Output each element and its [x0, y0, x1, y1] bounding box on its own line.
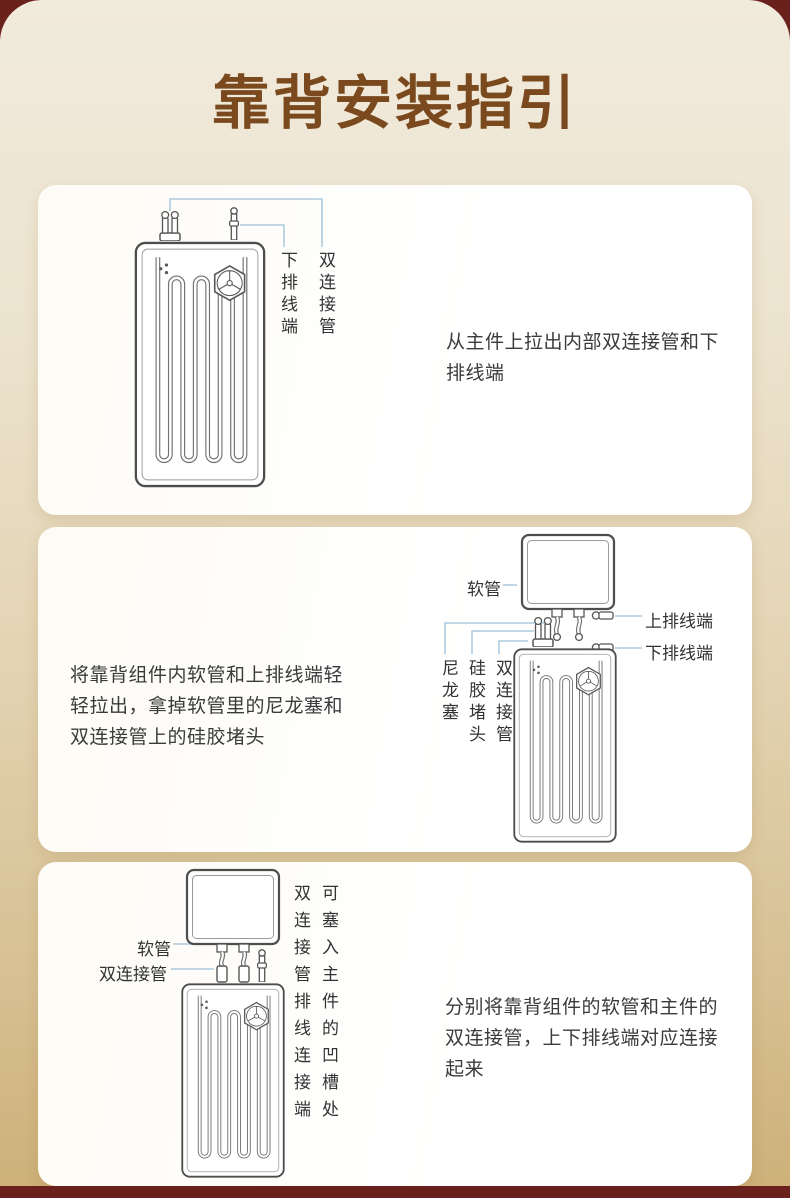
callout-lines: [444, 584, 642, 654]
note-column-1: 双连接管排线连接端: [291, 884, 310, 1127]
double-tube-connector: [532, 616, 554, 647]
lower-terminal-pipe: [228, 207, 240, 240]
label-silicone-plug: 硅胶堵头: [466, 659, 485, 747]
double-tube-connector: [159, 210, 181, 241]
upper-terminal-plug: [591, 611, 614, 620]
label-lower-terminal: 下排线端: [278, 251, 297, 339]
hoses: [552, 615, 584, 642]
step-3-card: 软管 双连接管 双连接管排线连接端 可塞入主件的凹槽处 分别将靠背组件的软管和主…: [38, 862, 752, 1186]
step-2-diagram: [444, 533, 642, 844]
label-upper-terminal: 上排线端: [645, 612, 713, 631]
bottom-frame-bar: [0, 1186, 790, 1198]
main-unit-panel: [512, 647, 618, 844]
nylon-plug: [552, 632, 562, 642]
callout-lines: [171, 943, 218, 970]
label-double-tube: 双连接管: [99, 965, 167, 984]
step-1-diagram: [38, 198, 323, 515]
main-unit-panel: [180, 982, 286, 1179]
step-3-diagram: [171, 868, 286, 1179]
label-hose: 软管: [467, 580, 501, 599]
step-1-card: 下排线端 双连接管 从主件上拉出内部双连接管和下排线端: [38, 185, 752, 515]
callout-lines: [169, 198, 323, 247]
label-double-tube: 双连接管: [316, 251, 335, 339]
main-unit-panel: [136, 243, 264, 486]
page-title: 靠背安装指引: [211, 71, 578, 136]
tube-couplers: [216, 965, 250, 983]
label-double-tube: 双连接管: [493, 659, 512, 747]
wire-terminal-pipe: [256, 949, 268, 982]
backrest-box: [520, 533, 616, 619]
backrest-box: [185, 868, 281, 954]
note-column-2: 可塞入主件的凹槽处: [319, 884, 338, 1127]
step-2-instruction: 将靠背组件内软管和上排线端轻轻拉出，拿掉软管里的尼龙塞和双连接管上的硅胶堵头: [70, 665, 344, 748]
label-nylon-plug: 尼龙塞: [439, 659, 458, 725]
step-1-instruction: 从主件上拉出内部双连接管和下排线端: [446, 332, 720, 384]
hoses: [218, 950, 248, 968]
step-3-instruction: 分别将靠背组件的软管和主件的双连接管，上下排线端对应连接起来: [445, 997, 719, 1080]
step-2-card: 将靠背组件内软管和上排线端轻轻拉出，拿掉软管里的尼龙塞和双连接管上的硅胶堵头 软…: [38, 527, 752, 852]
label-hose: 软管: [137, 940, 171, 959]
nylon-plug: [574, 632, 584, 642]
label-lower-terminal: 下排线端: [645, 644, 713, 663]
